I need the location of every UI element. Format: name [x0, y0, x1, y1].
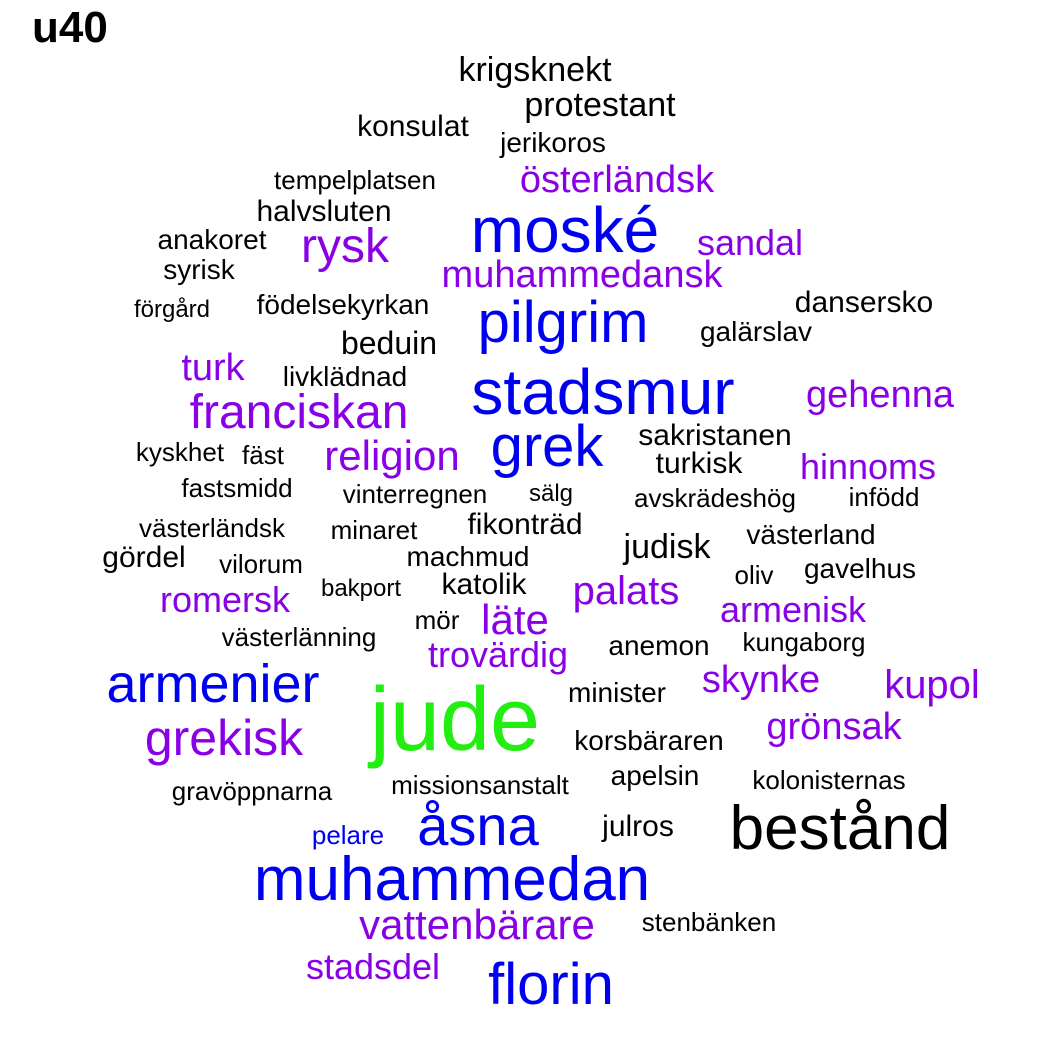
word-romersk: romersk — [159, 579, 291, 620]
word-trovardig: trovärdig — [427, 634, 569, 675]
word-rysk: rysk — [301, 220, 389, 273]
word-grekisk: grekisk — [144, 710, 304, 766]
word-stenbanken: stenbänken — [641, 907, 777, 937]
word-julros: julros — [602, 810, 674, 843]
word-halvsluten: halvsluten — [256, 195, 392, 228]
word-judisk: judisk — [623, 528, 711, 566]
word-katolik: katolik — [441, 568, 527, 601]
word-muhammedan: muhammedan — [253, 845, 651, 914]
word-forgard: förgård — [133, 296, 211, 323]
word-stadsdel: stadsdel — [305, 946, 441, 987]
word-syrisk: syrisk — [163, 254, 235, 285]
word-bestand: bestånd — [729, 794, 951, 863]
word-grek: grek — [490, 414, 604, 479]
word-livkladnad: livklädnad — [282, 361, 408, 392]
word-sakristanen: sakristanen — [638, 419, 792, 452]
word-kolonisternas: kolonisternas — [752, 765, 906, 795]
word-gronsak: grönsak — [766, 706, 902, 748]
word-oliv: oliv — [734, 560, 774, 590]
word-jude: jude — [369, 670, 541, 770]
word-vasterlandsk: västerländsk — [139, 513, 285, 543]
word-vasterland: västerland — [746, 519, 876, 550]
word-machmud: machmud — [406, 541, 530, 572]
word-gehenna: gehenna — [806, 374, 954, 416]
word-anakoret: anakoret — [157, 224, 267, 255]
word-minister: minister — [567, 677, 667, 708]
word-bakport: bakport — [320, 575, 402, 602]
word-minaret: minaret — [330, 515, 418, 545]
word-muhammedansk: muhammedansk — [441, 254, 723, 296]
word-tempelplatsen: tempelplatsen — [274, 165, 436, 195]
word-protestant: protestant — [524, 86, 676, 124]
word-kungaborg: kungaborg — [742, 627, 866, 657]
word-pelare: pelare — [311, 820, 385, 850]
page-title: u40 — [32, 3, 108, 52]
word-florin: florin — [488, 952, 614, 1017]
word-gavelhus: gavelhus — [803, 553, 917, 584]
word-vinterregnen: vinterregnen — [342, 479, 488, 509]
word-krigsknekt: krigsknekt — [458, 51, 612, 89]
word-anemon: anemon — [608, 630, 710, 661]
word-sandal: sandal — [696, 222, 804, 263]
word-late: läte — [481, 596, 549, 643]
word-hinnoms: hinnoms — [799, 446, 937, 487]
word-kupol: kupol — [884, 663, 980, 707]
word-missionsanstalt: missionsanstalt — [391, 770, 569, 800]
word-mor: mör — [414, 605, 460, 635]
word-korsbararen: korsbäraren — [574, 725, 724, 756]
word-turkisk: turkisk — [655, 447, 743, 480]
word-fodelsekyrkan: födelsekyrkan — [256, 289, 430, 320]
word-franciskan: franciskan — [189, 386, 409, 439]
word-asna: åsna — [417, 794, 539, 857]
word-fikontrad: fikonträd — [467, 508, 583, 541]
word-konsulat: konsulat — [357, 110, 469, 143]
word-beduin: beduin — [340, 325, 438, 361]
word-gravoppnarna: gravöppnarna — [171, 776, 333, 806]
word-pilgrim: pilgrim — [477, 290, 649, 355]
word-osterlandsk: österländsk — [519, 159, 715, 201]
word-fast: fäst — [242, 440, 284, 470]
word-fastsmidd: fastsmidd — [181, 473, 293, 503]
word-dansersko: dansersko — [794, 286, 934, 319]
word-salg: sälg — [528, 480, 574, 507]
word-moske: moské — [470, 194, 660, 266]
word-turk: turk — [181, 347, 245, 389]
word-skynke: skynke — [701, 659, 821, 701]
word-religion: religion — [324, 432, 460, 479]
word-gordel: gördel — [102, 541, 186, 574]
word-vasterlanning: västerlänning — [221, 622, 377, 652]
word-palats: palats — [572, 569, 680, 613]
word-infodd: infödd — [848, 482, 920, 512]
word-vattenbarare: vattenbärare — [359, 901, 595, 948]
word-vilorum: vilorum — [219, 549, 303, 579]
word-armenier: armenier — [106, 654, 320, 714]
word-galarslav: galärslav — [699, 316, 813, 347]
word-kyskhet: kyskhet — [135, 437, 225, 467]
word-jerikoros: jerikoros — [500, 127, 606, 158]
word-armenisk: armenisk — [719, 589, 867, 630]
word-avskradeshog: avskrädeshög — [634, 483, 796, 513]
word-apelsin: apelsin — [610, 760, 700, 791]
word-stadsmur: stadsmur — [471, 356, 735, 428]
